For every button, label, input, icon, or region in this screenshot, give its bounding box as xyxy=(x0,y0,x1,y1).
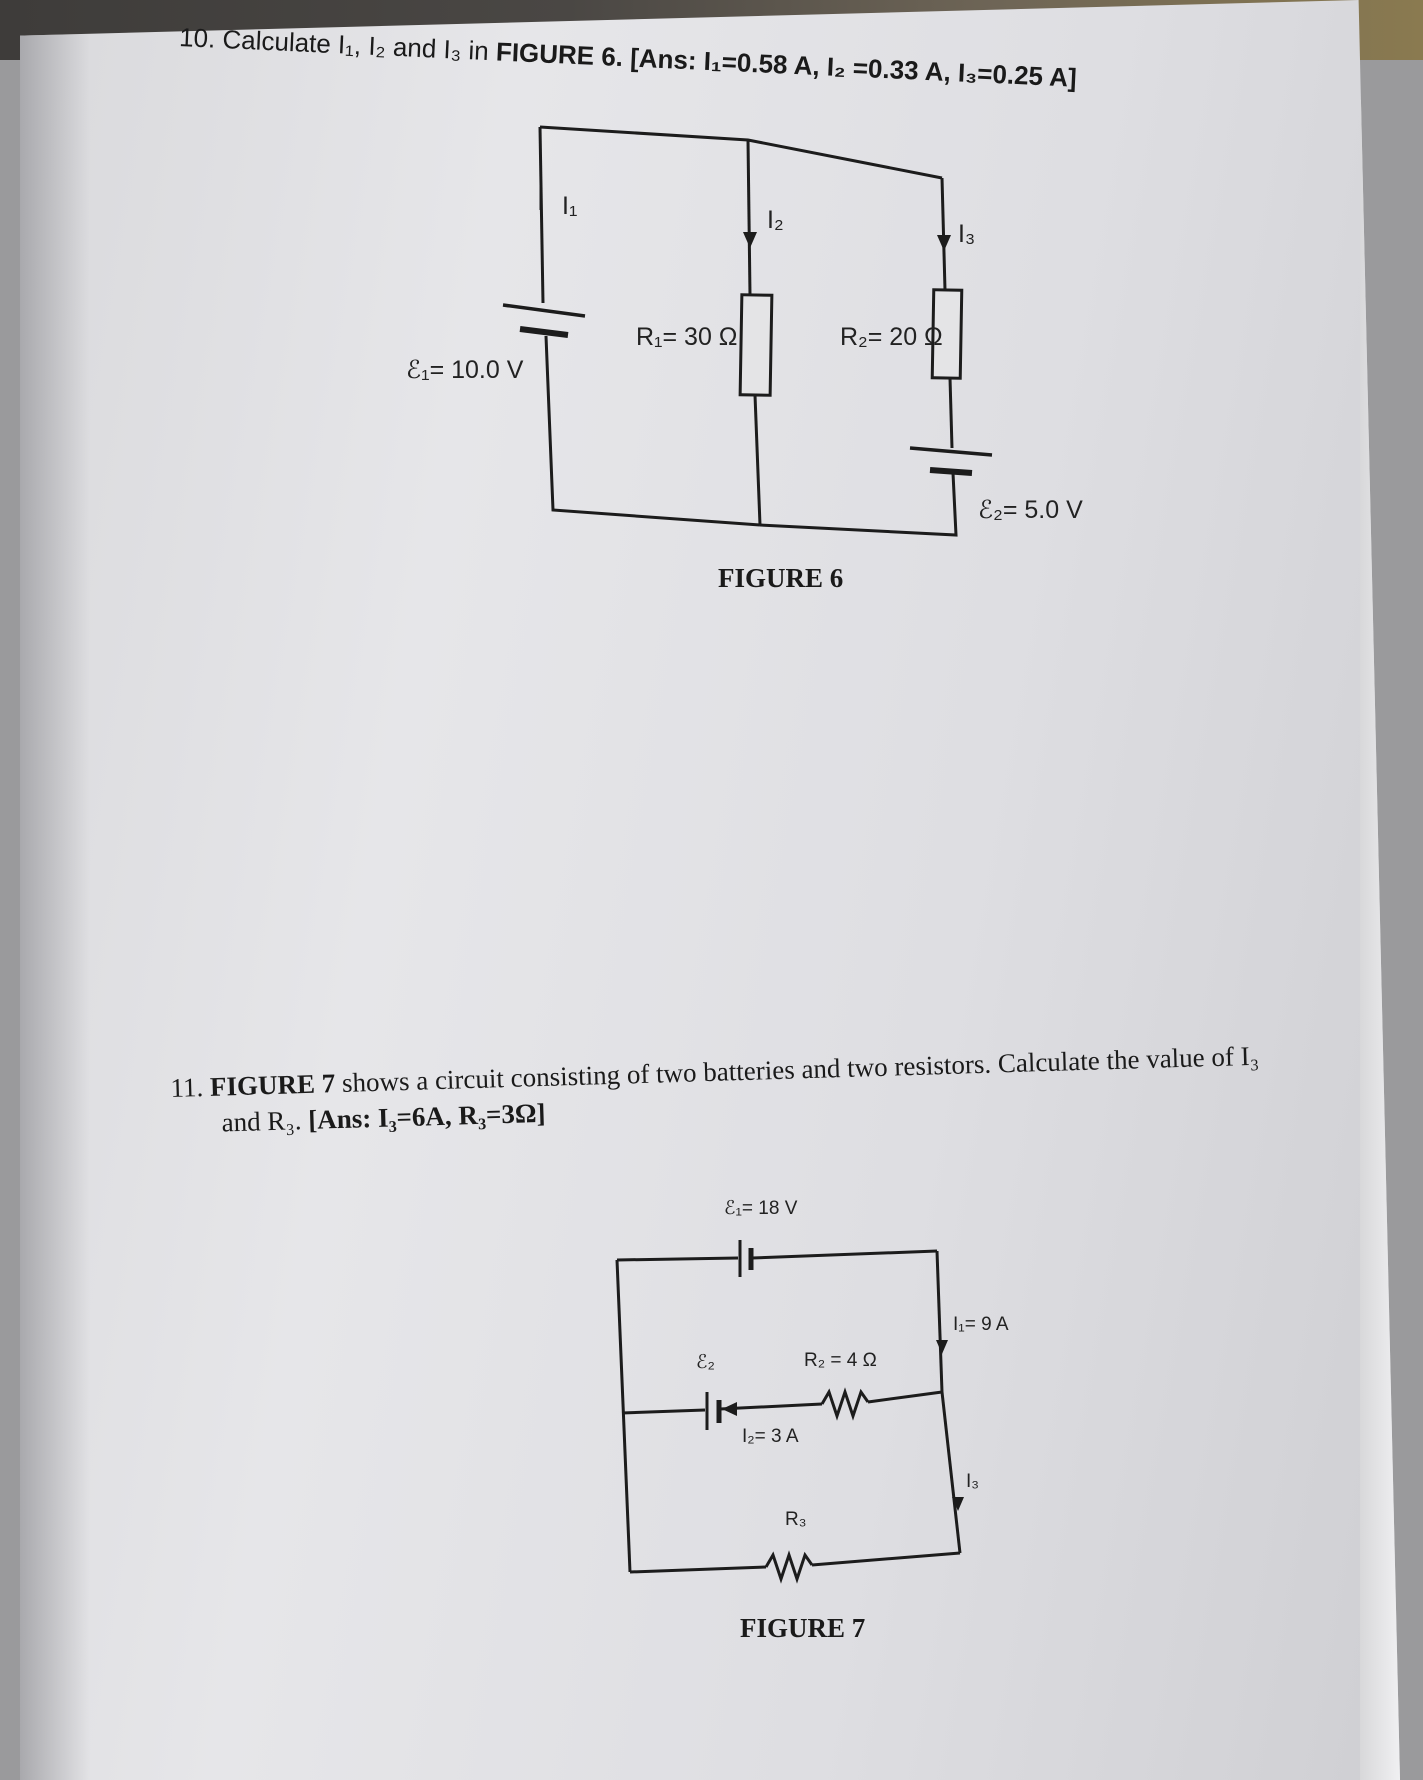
label-r2: R₂= 20 Ω xyxy=(840,323,943,351)
wire-left xyxy=(615,1259,632,1573)
label-r1: R₁= 30 Ω xyxy=(636,323,737,351)
resistor-r2 xyxy=(930,288,964,380)
wire-bottom-right xyxy=(759,472,958,537)
wire-right-lower xyxy=(940,1391,962,1554)
wire-top xyxy=(539,125,943,180)
figure-6-caption: FIGURE 6 xyxy=(718,563,843,593)
resistor-r2 xyxy=(820,1387,870,1421)
arrow-i3 xyxy=(952,1497,964,1511)
page-shadow xyxy=(20,0,90,1780)
battery-e1-long-plate xyxy=(502,303,586,318)
label-e1: ℰ₁= 18 V xyxy=(724,1198,798,1219)
question-number: 11. xyxy=(170,1072,204,1103)
wire-middle-right xyxy=(867,1390,943,1404)
figure-7-circuit: ℰ₁= 18 V I₁= 9 A ℰ₂ R₂ = 4 Ω I₂= 3 A I₃ … xyxy=(615,1198,1009,1643)
wire-right-mid xyxy=(948,377,954,449)
figure-6: I₁ I₂ I₃ ℰ₁= 10.0 V R₁= 30 Ω R₂= 20 Ω ℰ₂… xyxy=(0,0,1423,640)
answer-text: [Ans: I₃=6A, R₃=3Ω] xyxy=(307,1098,546,1136)
resistor-r3 xyxy=(764,1550,814,1584)
battery-e2-short-plate xyxy=(929,467,973,476)
wire-middle-lower xyxy=(753,394,762,526)
wire-left-lower xyxy=(544,335,761,527)
label-i1: I₁= 9 A xyxy=(953,1314,1009,1335)
battery-e1-short-plate xyxy=(519,326,569,338)
figure-7-caption: FIGURE 7 xyxy=(740,1613,865,1643)
wire-top-left xyxy=(616,1256,739,1262)
arrow-i3 xyxy=(937,235,951,251)
label-i2: I₂= 3 A xyxy=(742,1426,799,1447)
label-e2: ℰ₂= 5.0 V xyxy=(978,496,1083,524)
label-e2: ℰ₂ xyxy=(696,1352,715,1373)
figure-6-circuit: I₁ I₂ I₃ ℰ₁= 10.0 V R₁= 30 Ω R₂= 20 Ω ℰ₂… xyxy=(406,125,1083,593)
wire-bottom-right xyxy=(811,1551,961,1567)
label-i2: I₂ xyxy=(767,206,784,234)
wire-top-right xyxy=(751,1249,938,1260)
label-i3: I₃ xyxy=(966,1471,979,1492)
question-text-continued: and R₃. xyxy=(221,1105,302,1138)
arrow-i1 xyxy=(936,1340,948,1354)
wire-bottom-left xyxy=(629,1565,767,1574)
arrow-i2 xyxy=(743,232,757,248)
wire-right-upper xyxy=(940,177,947,291)
label-r3: R₃ xyxy=(785,1509,806,1530)
figure-7: ℰ₁= 18 V I₁= 9 A ℰ₂ R₂ = 4 Ω I₂= 3 A I₃ … xyxy=(0,1180,1423,1660)
label-e1: ℰ₁= 10.0 V xyxy=(406,356,524,384)
label-i3: I₃ xyxy=(958,220,975,248)
label-r2: R₂ = 4 Ω xyxy=(804,1350,877,1371)
wire-left-upper xyxy=(538,126,545,304)
battery-e2-long-plate xyxy=(909,446,993,457)
wire-right-upper xyxy=(935,1250,944,1393)
label-i1: I₁ xyxy=(562,192,577,220)
wire-middle-upper xyxy=(746,139,752,296)
wire-middle-left xyxy=(621,1408,706,1415)
figure-reference: FIGURE 7 xyxy=(209,1068,336,1102)
wire-middle-center xyxy=(719,1402,823,1411)
resistor-r1 xyxy=(738,293,774,397)
